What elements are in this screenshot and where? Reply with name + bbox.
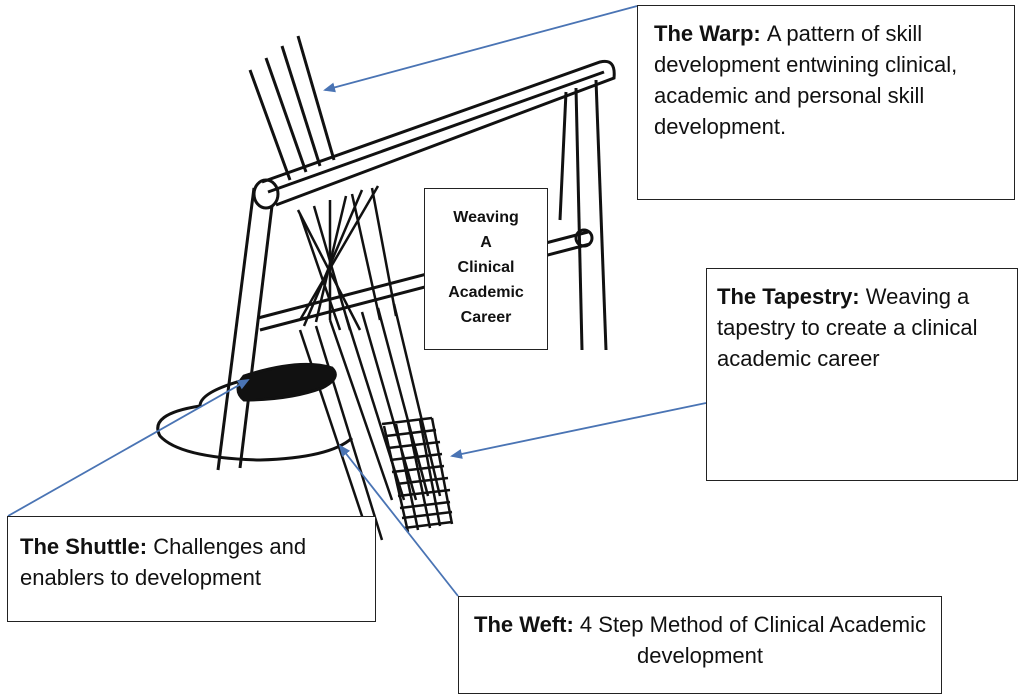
tapestry-arrow	[450, 402, 707, 459]
warp-callout: The Warp: A pattern of skill development…	[637, 5, 1015, 200]
center-label-line-3: Clinical	[457, 259, 515, 276]
center-label: Weaving A Clinical Academic Career	[424, 188, 548, 350]
weft-term: The Weft:	[474, 612, 580, 637]
callout-arrows	[7, 5, 707, 597]
center-label-line-4: Academic	[448, 284, 524, 301]
tapestry-weave	[381, 416, 454, 533]
warp-arrow	[323, 5, 638, 93]
shuttle-shape	[156, 362, 354, 462]
warp-term: The Warp:	[654, 21, 767, 46]
weft-callout: The Weft: 4 Step Method of Clinical Acad…	[458, 596, 942, 694]
loom-right-post	[558, 79, 608, 351]
warp-description: A pattern of skill development entwining…	[654, 21, 958, 139]
heddle-threads	[296, 185, 398, 331]
center-label-line-5: Career	[460, 309, 512, 326]
weft-description: 4 Step Method of Clinical Academic devel…	[579, 612, 926, 668]
center-label-line-1: Weaving	[453, 209, 519, 226]
center-label-line-2: A	[480, 234, 492, 251]
shuttle-callout: The Shuttle: Challenges and enablers to …	[7, 516, 376, 622]
shuttle-term: The Shuttle:	[20, 534, 154, 559]
weft-arrow	[338, 444, 459, 597]
warp-threads-top	[248, 35, 336, 181]
shuttle-arrow	[7, 379, 250, 517]
tapestry-callout: The Tapestry: Weaving a tapestry to crea…	[706, 268, 1018, 481]
shuttle-description: Challenges and enablers to development	[20, 534, 307, 590]
tapestry-term: The Tapestry:	[717, 284, 866, 309]
tapestry-description: Weaving a tapestry to create a clinical …	[717, 284, 978, 371]
loom-left-post	[216, 187, 274, 471]
